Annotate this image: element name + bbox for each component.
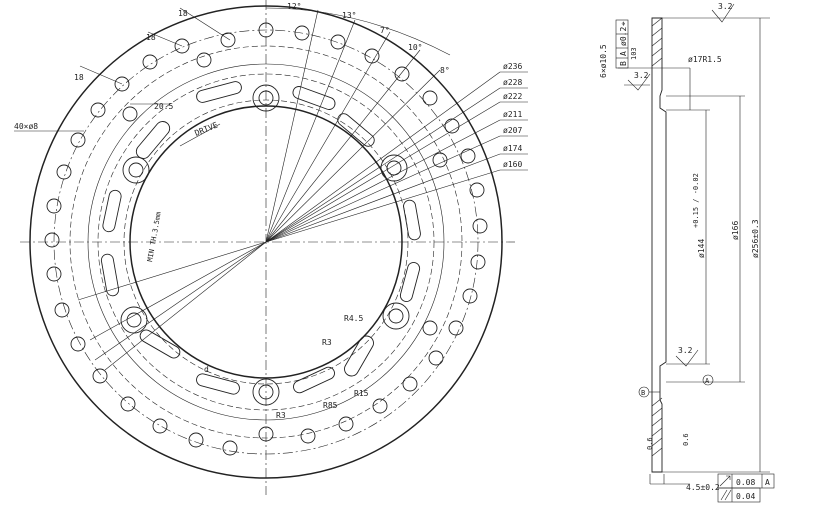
cooling-slots (100, 81, 421, 395)
finish-mid-symbol (627, 73, 651, 91)
runout-frame: 0.08 A (717, 473, 775, 489)
position-tolerance-frame: ⌖ ø0.2 A B (615, 19, 629, 69)
fcf-datum-a: A (619, 51, 628, 56)
angle-arc (265, 7, 451, 56)
runout-datum: A (765, 478, 770, 487)
radius-r4-5: R4.5 (344, 314, 363, 323)
fcf-symbol: ⌖ (619, 21, 628, 26)
dia-label-236: ø236 (503, 62, 522, 71)
d-label: d (204, 365, 209, 374)
extension-lines (618, 17, 770, 485)
angle-lines (77, 9, 501, 371)
dim-18-top: 18 (178, 9, 188, 18)
bore-label: ø17R1.5 (688, 55, 722, 64)
radius-r3-top: R3 (322, 338, 332, 347)
runout-arrow-icon (719, 475, 731, 487)
dia-label-207: ø207 (503, 126, 522, 135)
finish-top-symbol (711, 3, 735, 23)
radius-r3-bottom: R3 (276, 411, 286, 420)
angle-label-12: 12° (287, 2, 301, 11)
angle-label-10: 10° (408, 43, 422, 52)
chamfer-left: 0.6 (646, 437, 654, 450)
angle-label-7: 7° (380, 26, 390, 35)
angle-label-13: 13° (342, 11, 356, 20)
chamfer-right: 0.6 (682, 433, 690, 446)
fcf-value: ø0.2 (619, 27, 628, 46)
dim-d166: ø166 (731, 221, 740, 240)
drill-holes (44, 22, 488, 456)
bolt-bosses (120, 84, 410, 406)
angle-label-8: 8° (440, 66, 450, 75)
min-thickness-label: MIN TH.3.5mm (146, 211, 163, 262)
drive-arrow (179, 123, 221, 147)
bolt-holes-label: 6×ø10.5 (599, 44, 608, 78)
dim-d144: ø144 (697, 239, 706, 258)
datum-a-marker (702, 374, 714, 386)
disc-section (651, 17, 667, 473)
dim-103: 103 (630, 47, 638, 60)
spacing-dimension-lines (79, 7, 231, 105)
dim-18-mid: 18 (146, 33, 156, 42)
hole-pattern-label: 40×ø8 (14, 122, 38, 131)
dim-d144-tol: +0.15 / -0.02 (692, 173, 700, 228)
fcf-datum-b: B (619, 61, 628, 66)
drive-direction-label: DRIVE (193, 120, 219, 137)
dia-label-228: ø228 (503, 78, 522, 87)
side-view: 3.2 3.2 3.2 6×ø10.5 103 ⌖ ø0.2 A B ø17R1… (599, 2, 775, 503)
dim-18-left: 18 (74, 73, 84, 82)
dia-label-174: ø174 (503, 144, 522, 153)
dia-label-211: ø211 (503, 110, 522, 119)
front-view: ø236 ø228 ø222 ø211 ø207 ø174 ø160 12° 1… (14, 0, 528, 495)
datum-a-label: A (705, 377, 710, 385)
thickness-label: 4.5±0.2 (686, 483, 720, 492)
parallelism-frame: 0.04 (717, 487, 761, 503)
dia-label-222: ø222 (503, 92, 522, 101)
finish-top: 3.2 (718, 2, 733, 11)
finish-mid: 3.2 (634, 71, 649, 80)
radius-r85: R85 (323, 401, 338, 410)
datum-b-label: B (641, 389, 645, 397)
dia-label-160: ø160 (503, 160, 522, 169)
finish-low-symbol (675, 349, 699, 367)
parallel-icon (720, 489, 732, 501)
runout-value: 0.08 (736, 478, 755, 487)
radius-r15: R15 (354, 389, 369, 398)
dim-d256: ø256±0.3 (751, 219, 760, 258)
dim-20-5: 20.5 (154, 102, 173, 111)
finish-low: 3.2 (678, 346, 693, 355)
section-hatch (651, 17, 663, 457)
parallel-value: 0.04 (736, 492, 755, 501)
diameter-leaders (500, 71, 528, 171)
